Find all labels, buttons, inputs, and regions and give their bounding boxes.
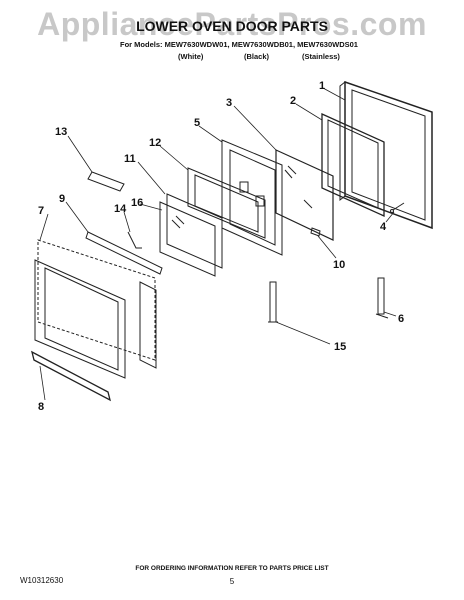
callout-12: 12 — [149, 137, 161, 149]
part-7-door-panel — [34, 239, 157, 379]
ordering-notice: FOR ORDERING INFORMATION REFER TO PARTS … — [135, 565, 329, 572]
page-title: LOWER OVEN DOOR PARTS — [136, 18, 328, 34]
callout-7: 7 — [38, 205, 44, 217]
callout-15: 15 — [334, 341, 346, 353]
doc-number: W10312630 — [20, 576, 64, 585]
callout-14: 14 — [114, 203, 127, 215]
callout-5: 5 — [194, 117, 200, 129]
part-8-handle — [31, 350, 111, 402]
variant-stainless: (Stainless) — [302, 52, 340, 61]
part-9-hinge-rail — [85, 231, 163, 275]
callout-1: 1 — [319, 80, 325, 92]
variant-white: (White) — [178, 52, 204, 61]
part-5-door-liner — [221, 139, 283, 256]
page-number: 5 — [229, 577, 235, 586]
part-3-glass-panel — [275, 149, 334, 241]
part-13-handle-insert — [87, 171, 125, 192]
part-6-latch — [375, 277, 389, 319]
part-4-screw — [390, 202, 405, 213]
variant-black: (Black) — [244, 52, 270, 61]
part-11-glass-panel — [166, 193, 223, 269]
part-12-insulation-panel — [187, 167, 266, 239]
callout-6: 6 — [398, 313, 404, 325]
watermark-logo: AppliancePartsPros.com — [37, 6, 427, 42]
part-16-glass-panel — [159, 201, 216, 277]
part-2-inner-frame — [321, 112, 385, 218]
callout-16: 16 — [131, 197, 143, 209]
callout-4: 4 — [380, 221, 387, 233]
part-10-clip — [310, 227, 321, 237]
callout-11: 11 — [124, 153, 136, 165]
part-15-hinge — [268, 281, 278, 323]
callout-2: 2 — [290, 95, 296, 107]
leader-lines — [39, 87, 397, 401]
model-list: For Models: MEW7630WDW01, MEW7630WDB01, … — [120, 40, 358, 49]
part-1-outer-frame — [339, 80, 433, 230]
callout-3: 3 — [226, 97, 232, 109]
callout-13: 13 — [55, 126, 67, 138]
callout-8: 8 — [38, 401, 44, 413]
callout-10: 10 — [333, 259, 345, 271]
callout-9: 9 — [59, 193, 65, 205]
part-14-hinge-clip — [127, 231, 142, 249]
